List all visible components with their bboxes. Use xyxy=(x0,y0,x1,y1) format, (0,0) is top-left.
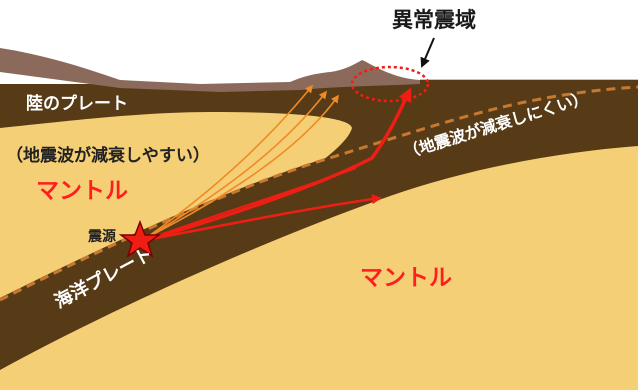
continental-plate-label: 陸のプレート xyxy=(26,94,128,114)
oceanic-plate xyxy=(0,86,638,370)
hypocenter-label: 震源 xyxy=(88,229,116,245)
anomaly-zone-label: 異常震域 xyxy=(392,8,476,32)
wave-path-orange xyxy=(145,90,327,239)
mantle-upper-label: マントル xyxy=(36,178,128,204)
continental-note-label: （地震波が減衰しやすい） xyxy=(6,146,210,166)
wave-path-red xyxy=(145,87,412,242)
wave-path-red xyxy=(145,194,382,242)
wave-path-orange xyxy=(145,94,339,239)
wave-path-red xyxy=(145,167,357,241)
land-surface xyxy=(0,48,420,92)
red-star-icon xyxy=(118,219,162,258)
mantle-lower-label: マントル xyxy=(360,265,452,291)
plate-boundary-dashed xyxy=(0,85,638,302)
anomaly-pointer-arrow xyxy=(420,37,435,68)
anomaly-zone-ellipse xyxy=(350,65,430,103)
wave-path-orange xyxy=(145,84,314,239)
